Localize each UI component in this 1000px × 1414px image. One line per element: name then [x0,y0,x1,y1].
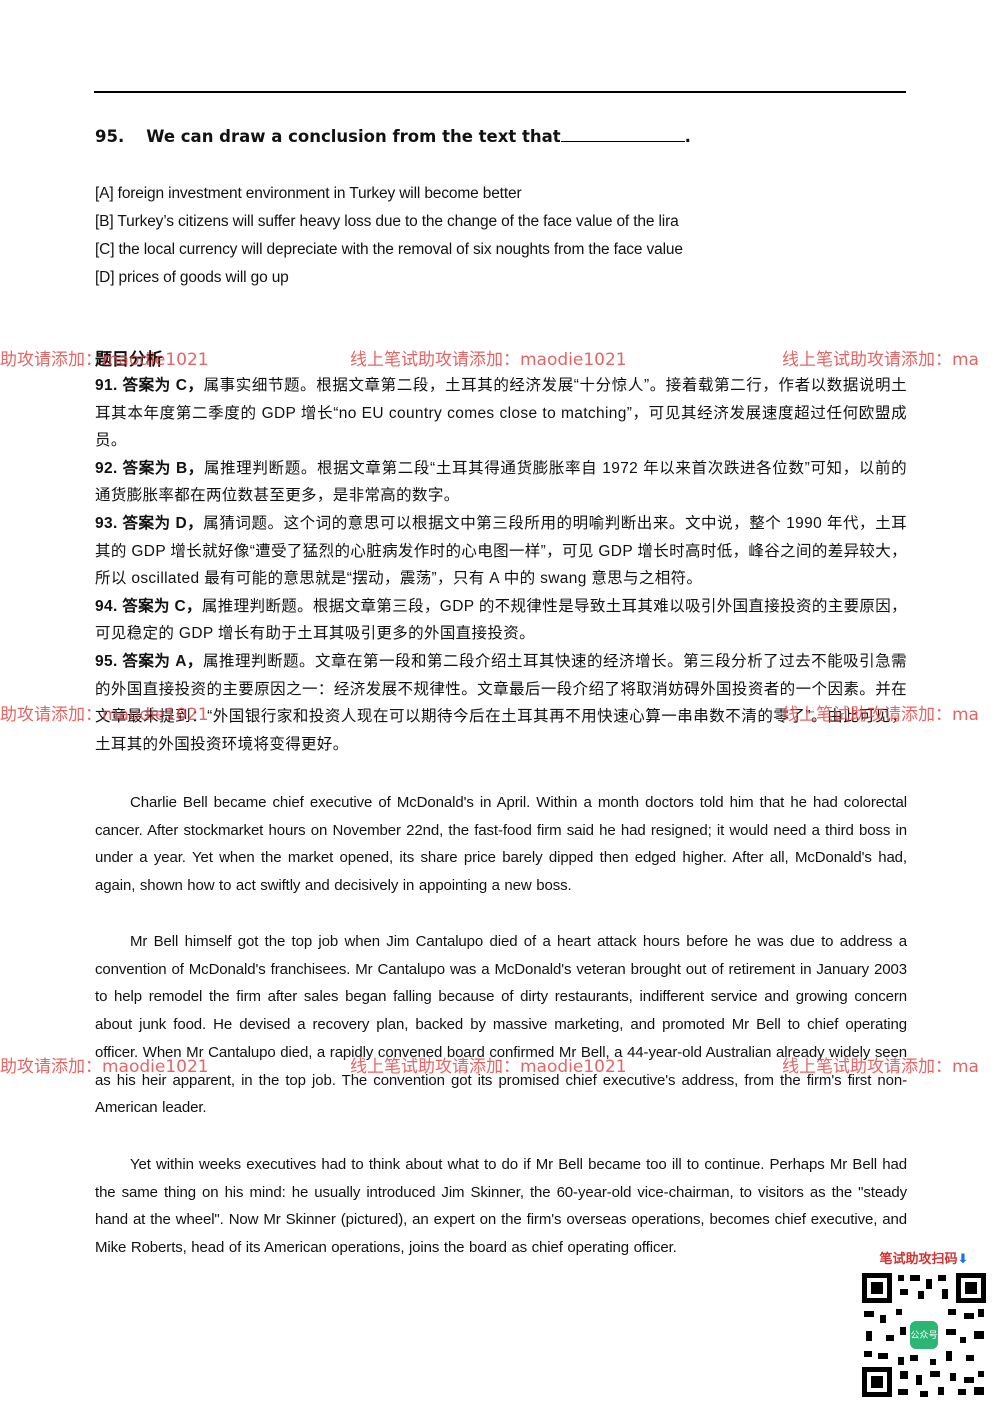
question-95: 95. We can draw a conclusion from the tex… [95,127,915,146]
answer-blank [560,127,685,142]
answer-92: 92. 答案为 B，属推理判断题。根据文章第二段“土耳其得通货膨胀率自 1972… [95,455,907,510]
qr-label: 笔试助攻扫码⬇ [860,1248,988,1267]
top-divider [94,91,906,93]
answer-text: 属事实细节题。根据文章第二段，土耳其的经济发展“十分惊人”。接着载第二行，作者以… [95,377,907,450]
watermark-right: 线上笔试助攻请添加：ma [782,350,979,370]
watermark-right: 线上笔试助攻请添加：ma [782,705,979,725]
answer-lead: 92. 答案为 B， [95,459,204,477]
paragraph-text: Mr Bell himself got the top job when Jim… [95,933,907,1117]
qr-code-block: 笔试助攻扫码⬇ 公众号 [860,1248,988,1399]
answer-text: 属推理判断题。根据文章第三段，GDP 的不规律性是导致土耳其难以吸引外国直接投资… [95,597,908,643]
answer-91: 91. 答案为 C，属事实细节题。根据文章第二段，土耳其的经济发展“十分惊人”。… [95,372,907,455]
passage-paragraph-2: Mr Bell himself got the top job when Jim… [95,928,907,1122]
option-a: [A] foreign investment environment in Tu… [95,185,522,202]
answer-94: 94. 答案为 C，属推理判断题。根据文章第三段，GDP 的不规律性是导致土耳其… [95,593,907,648]
answer-text: 属猜词题。这个词的意思可以根据文中第三段所用的明喻判断出来。文中说，整个 199… [95,514,907,588]
qr-logo: 公众号 [910,1321,938,1349]
question-text: We can draw a conclusion from the text t… [146,127,561,146]
options-list: [A] foreign investment environment in Tu… [95,181,915,293]
answer-lead: 91. 答案为 C， [95,377,204,394]
passage-paragraph-3: Yet within weeks executives had to think… [95,1151,907,1262]
paragraph-text: Yet within weeks executives had to think… [95,1156,907,1257]
answer-text: 属推理判断题。根据文章第二段“土耳其得通货膨胀率自 1972 年以来首次跌进各位… [95,459,907,505]
watermark-center: 线上笔试助攻请添加：maodie1021 [350,1057,627,1077]
qr-code[interactable]: 公众号 [860,1271,988,1399]
watermark-center: 线上笔试助攻请添加：maodie1021 [350,350,627,370]
answer-lead: 95. 答案为 A， [95,652,203,670]
paragraph-text: Charlie Bell became chief executive of M… [95,794,907,895]
answer-95: 95. 答案为 A，属推理判断题。文章在第一段和第二段介绍土耳其快速的经济增长。… [95,648,907,758]
option-b: [B] Turkey’s citizens will suffer heavy … [95,213,679,230]
passage-paragraph-1: Charlie Bell became chief executive of M… [95,789,907,900]
watermark-left: 助攻请添加：maodie1021 [0,1057,209,1077]
option-c: [C] the local currency will depreciate w… [95,241,683,258]
answer-lead: 93. 答案为 D， [95,514,204,532]
watermark-left: 助攻请添加：maodie1021 [0,705,209,725]
analysis-title: 题目分析 [95,350,163,369]
question-end: . [684,127,691,146]
download-arrow-icon: ⬇ [957,1251,969,1266]
watermark-right: 线上笔试助攻请添加：ma [782,1057,979,1077]
question-number: 95. [95,127,125,146]
analysis-section: 91. 答案为 C，属事实细节题。根据文章第二段，土耳其的经济发展“十分惊人”。… [95,372,907,758]
answer-lead: 94. 答案为 C， [95,597,202,615]
answer-text: 属推理判断题。文章在第一段和第二段介绍土耳其快速的经济增长。第三段分析了过去不能… [95,652,907,753]
answer-93: 93. 答案为 D，属猜词题。这个词的意思可以根据文中第三段所用的明喻判断出来。… [95,510,907,593]
option-d: [D] prices of goods will go up [95,269,289,286]
qr-label-text: 笔试助攻扫码 [879,1251,958,1266]
watermark-left: 助攻请添加：maodie1021 [0,350,209,370]
